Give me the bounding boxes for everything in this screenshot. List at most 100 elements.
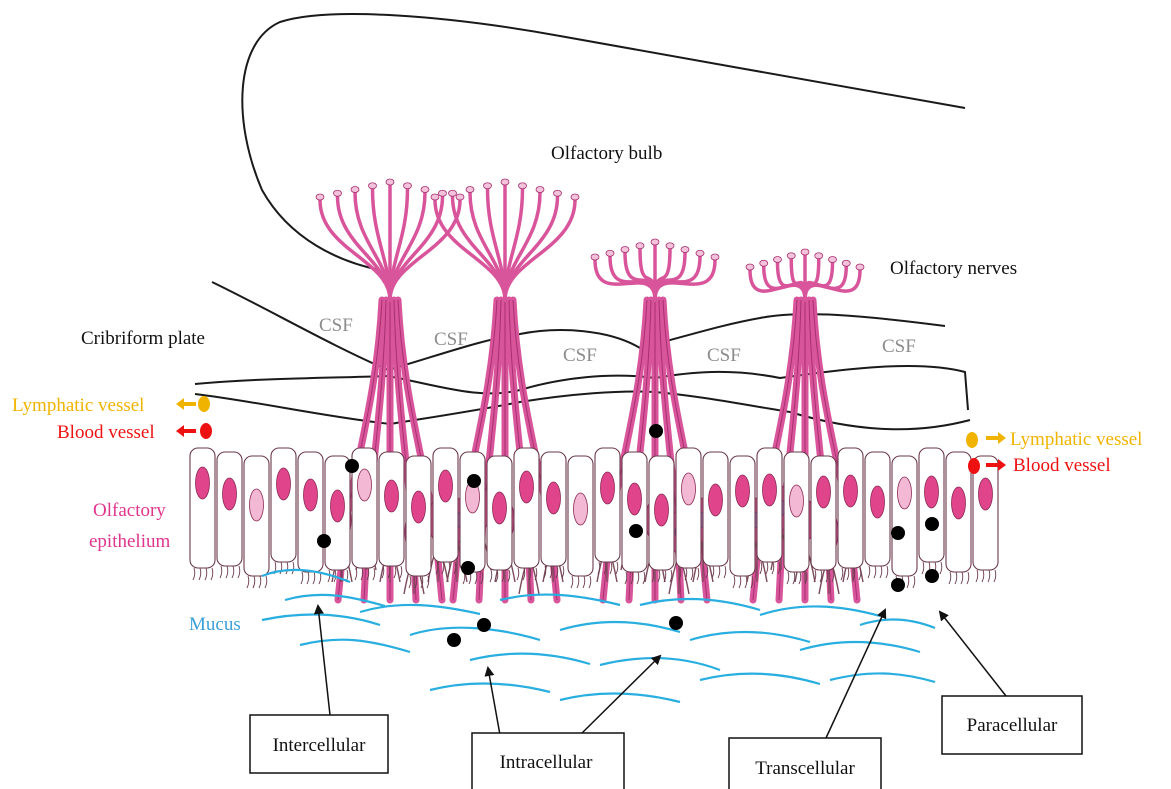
cell-nucleus: [898, 477, 912, 509]
dendrite-knob: [431, 194, 439, 200]
cilium: [967, 572, 969, 584]
epithelial-cell: [730, 456, 755, 576]
cilium: [913, 576, 915, 588]
dendrite-knob: [571, 194, 579, 200]
cilium: [880, 566, 882, 578]
cilium: [301, 572, 303, 584]
dendrite-knob: [536, 187, 544, 193]
cilium: [292, 562, 294, 574]
dendrite-knob: [606, 250, 614, 256]
dendrite-knob: [696, 250, 704, 256]
dendrite-knob: [501, 179, 509, 185]
dendrite-knob: [760, 260, 768, 266]
cilium: [949, 572, 951, 584]
epithelial-cell: [298, 452, 323, 572]
cell-nucleus: [277, 468, 291, 500]
cilium: [874, 566, 876, 578]
dendrite: [320, 200, 390, 300]
epithelial-cell: [676, 448, 701, 568]
cilium: [847, 568, 849, 580]
cilium: [940, 562, 942, 574]
dendrite-knob: [666, 243, 674, 249]
cell-nucleus: [547, 482, 561, 514]
olfactory-epithelium-cells: [190, 448, 998, 588]
cilium: [307, 572, 309, 584]
label-lymphatic-vessel-left: Lymphatic vessel: [12, 395, 144, 416]
dendrite-knob: [774, 257, 782, 263]
cilium: [238, 566, 240, 578]
lymphatic-dot-icon: [966, 432, 978, 448]
arrow-intracellular-a: [488, 668, 500, 735]
cilium: [400, 566, 402, 578]
cilium: [193, 568, 195, 580]
dendrite-knob: [421, 187, 429, 193]
cilium: [517, 568, 519, 580]
dendrite: [390, 200, 460, 300]
cilium: [616, 562, 618, 574]
arrow-paracellular: [940, 612, 1006, 696]
dendrite: [435, 200, 505, 300]
particle: [345, 459, 359, 473]
dendrite-knob: [787, 253, 795, 259]
cilium: [637, 572, 639, 584]
epithelial-cell: [811, 456, 836, 570]
dendrite-knob: [554, 190, 562, 196]
dendrite-knob: [621, 247, 629, 253]
particle: [925, 517, 939, 531]
cell-nucleus: [844, 475, 858, 507]
cilium: [766, 562, 768, 574]
cell-nucleus: [439, 470, 453, 502]
cilium: [799, 572, 801, 584]
label-intracellular: Intracellular: [500, 752, 594, 773]
arrow-left-lymphatic-icon: [176, 398, 196, 410]
dendrite-knob: [466, 187, 474, 193]
cell-nucleus: [250, 489, 264, 521]
particle: [477, 618, 491, 632]
label-csf: CSF: [434, 329, 468, 350]
label-olfactory-epithelium-line1: Olfactory: [93, 500, 166, 521]
cell-nucleus: [412, 491, 426, 523]
cell-nucleus: [952, 487, 966, 519]
cilium: [313, 572, 315, 584]
particle: [649, 424, 663, 438]
blood-dot-icon: [200, 423, 212, 439]
cell-nucleus: [682, 473, 696, 505]
cilium: [427, 576, 429, 588]
cilium: [409, 576, 411, 588]
label-blood-vessel-left: Blood vessel: [57, 422, 155, 443]
cilium: [394, 566, 396, 578]
cell-nucleus: [925, 476, 939, 508]
cell-nucleus: [196, 467, 210, 499]
dendrite-knob: [334, 190, 342, 196]
cell-nucleus: [223, 478, 237, 510]
cilium: [988, 570, 990, 582]
label-olfactory-epithelium-line2: epithelium: [89, 531, 170, 552]
label-lymphatic-vessel-right: Lymphatic vessel: [1010, 429, 1142, 450]
particle: [669, 616, 683, 630]
dendrite-knob: [456, 194, 464, 200]
label-olfactory-nerves: Olfactory nerves: [890, 258, 1017, 279]
cell-nucleus: [871, 486, 885, 518]
epithelial-cell: [595, 448, 620, 562]
cilium: [373, 568, 375, 580]
dendrite-knob: [386, 179, 394, 185]
cilium: [961, 572, 963, 584]
cilium: [691, 568, 693, 580]
epithelial-cell: [838, 448, 863, 568]
epithelial-cell: [514, 448, 539, 568]
cell-nucleus: [601, 472, 615, 504]
cilium: [724, 566, 726, 578]
cell-nucleus: [574, 493, 588, 525]
epithelial-cell: [271, 448, 296, 562]
dendrite-knob: [801, 249, 809, 255]
arrow-left-blood-icon: [176, 425, 196, 437]
cell-nucleus: [979, 478, 993, 510]
particle: [461, 561, 475, 575]
cilium: [982, 570, 984, 582]
cell-nucleus: [358, 469, 372, 501]
cilium: [733, 576, 735, 588]
dendrite-knob: [842, 260, 850, 266]
cilium: [745, 576, 747, 588]
cilium: [286, 562, 288, 574]
label-paracellular: Paracellular: [967, 715, 1058, 736]
